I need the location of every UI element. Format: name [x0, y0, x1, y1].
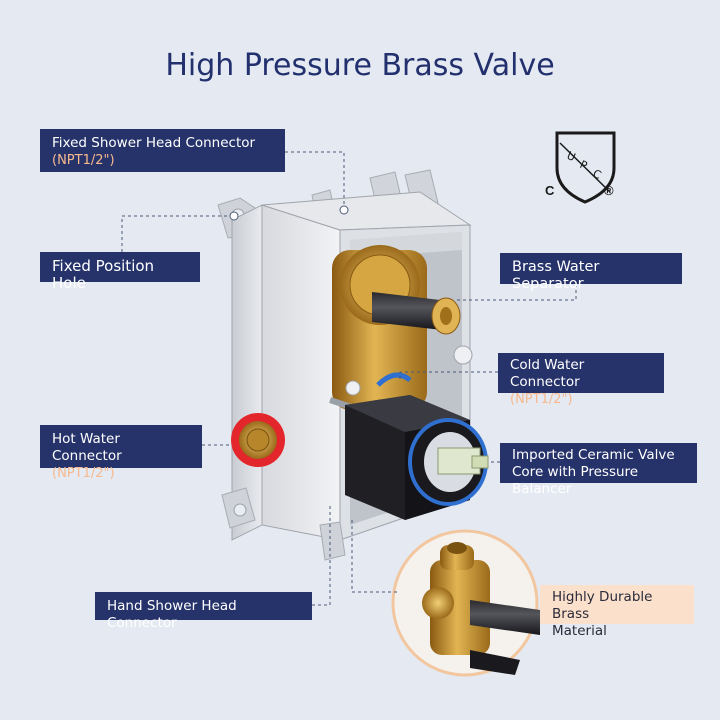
page-title: High Pressure Brass Valve	[165, 48, 555, 83]
label-hot-water-title: Hot Water Connector	[52, 431, 122, 464]
label-ceramic-valve-line1: Imported Ceramic Valve	[512, 447, 675, 463]
label-fixed-position-hole: Fixed Position Hole	[40, 252, 200, 292]
label-fixed-shower-head-sub: (NPT1/2")	[52, 153, 115, 168]
label-cold-water-sub: (NPT1/2")	[510, 392, 573, 407]
label-cold-water-title: Cold Water Connector	[510, 357, 585, 390]
label-durable-brass-line2: Material	[552, 623, 607, 639]
cert-right-mark: ®	[604, 183, 614, 198]
label-durable-brass-material: Highly Durable Brass Material	[540, 585, 694, 639]
label-fixed-position-hole-title: Fixed Position Hole	[52, 257, 155, 292]
label-durable-brass-line1: Highly Durable Brass	[552, 589, 653, 622]
label-ceramic-valve-line2: Core with Pressure Balancer	[512, 464, 639, 497]
cert-left-mark: C	[545, 183, 555, 198]
label-hand-shower-head-connector: Hand Shower Head Connector	[95, 592, 312, 631]
label-brass-water-separator: Brass Water Separator	[500, 253, 682, 292]
label-fixed-shower-head-connector: Fixed Shower Head Connector (NPT1/2")	[40, 129, 285, 172]
label-brass-water-separator-title: Brass Water Separator	[512, 259, 600, 292]
label-hot-water-sub: (NPT1/2")	[52, 466, 115, 481]
label-hot-water-connector: Hot Water Connector (NPT1/2")	[40, 425, 202, 481]
label-ceramic-valve-core: Imported Ceramic Valve Core with Pressur…	[500, 443, 697, 497]
label-cold-water-connector: Cold Water Connector (NPT1/2")	[498, 353, 664, 407]
label-fixed-shower-head-title: Fixed Shower Head Connector	[52, 135, 256, 151]
label-hand-shower-head-title: Hand Shower Head Connector	[107, 598, 237, 631]
